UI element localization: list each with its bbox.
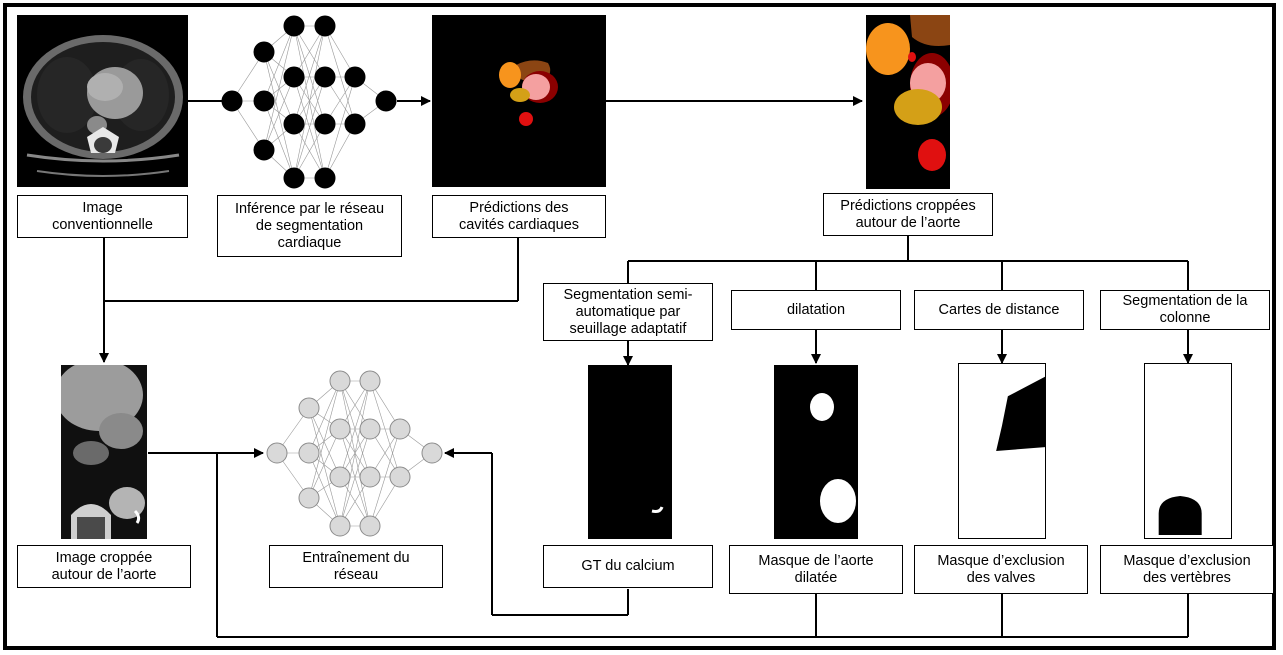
- segmentation-network-edge: [263, 76, 295, 151]
- segmentation-network-node: [314, 66, 336, 88]
- segmentation-network-node: [283, 113, 305, 135]
- segmentation-network-edge: [263, 25, 295, 102]
- segmentation-network-node: [344, 113, 366, 135]
- segmentation-network-node: [253, 41, 275, 63]
- segmentation-network-node: [283, 167, 305, 189]
- training-network-node: [359, 370, 381, 392]
- segmentation-network-edge: [263, 100, 295, 179]
- training-network-node: [359, 418, 381, 440]
- training-network-edge: [339, 428, 371, 527]
- segmentation-network-node: [314, 167, 336, 189]
- cavities-image: [432, 15, 606, 187]
- training-network-node: [298, 487, 320, 509]
- inference-label: Inférence par le réseau de segmentation …: [217, 195, 402, 257]
- segmentation-network-edge: [263, 51, 295, 179]
- training-network-node: [298, 442, 320, 464]
- image-croppee-label: Image croppée autour de l’aorte: [17, 545, 191, 588]
- segmentation-network-node: [375, 90, 397, 112]
- segmentation-network-node: [253, 139, 275, 161]
- masque-valves-label: Masque d’exclusion des valves: [914, 545, 1088, 594]
- segmentation-network-edge: [293, 25, 326, 125]
- training-network-edge: [308, 380, 341, 454]
- valves-mask-image: [958, 363, 1046, 539]
- training-network-node: [389, 418, 411, 440]
- cropped-ct-image: [61, 365, 147, 539]
- entrainement-label: Entraînement du réseau: [269, 545, 443, 588]
- training-network-edge: [308, 380, 341, 499]
- ct-scan-image: [17, 15, 188, 187]
- segmentation-semi-label: Segmentation semi- automatique par seuil…: [543, 283, 713, 341]
- calcium-gt-image: [588, 365, 672, 539]
- segmentation-network-node: [283, 66, 305, 88]
- training-network-node: [298, 397, 320, 419]
- segmentation-network-node: [253, 90, 275, 112]
- training-network-edge: [369, 428, 401, 527]
- training-network-node: [359, 515, 381, 537]
- segmentation-network-node: [283, 15, 305, 37]
- training-network-edge: [308, 407, 341, 527]
- cropped-cavities-image: [866, 15, 950, 189]
- training-network-edge: [308, 407, 341, 478]
- segmentation-network-node: [221, 90, 243, 112]
- training-network-node: [329, 466, 351, 488]
- training-network-node: [266, 442, 288, 464]
- training-network-edge: [308, 428, 341, 499]
- training-network-node: [329, 370, 351, 392]
- cartes-distance-label: Cartes de distance: [914, 290, 1084, 330]
- training-network-node: [421, 442, 443, 464]
- training-network-node: [329, 515, 351, 537]
- training-network-edge: [339, 380, 371, 478]
- image-conventionnelle-label: Image conventionnelle: [17, 195, 188, 238]
- segmentation-network-node: [314, 113, 336, 135]
- segmentation-network-icon: [221, 15, 397, 189]
- segmentation-network-edge: [293, 76, 326, 179]
- segmentation-network-edge: [293, 25, 326, 179]
- segmentation-colonne-label: Segmentation de la colonne: [1100, 290, 1270, 330]
- training-network-node: [359, 466, 381, 488]
- segmentation-network-node: [344, 66, 366, 88]
- aorta-mask-image: [774, 365, 858, 539]
- segmentation-network-node: [314, 15, 336, 37]
- training-network-edge: [339, 380, 371, 527]
- dilatation-label: dilatation: [731, 290, 901, 330]
- training-network-edge: [308, 452, 341, 527]
- predictions-cavites-label: Prédictions des cavités cardiaques: [432, 195, 606, 238]
- segmentation-network-edge: [324, 25, 356, 125]
- vertebrae-mask-image: [1144, 363, 1232, 539]
- segmentation-network-edge: [324, 76, 356, 179]
- training-network-icon: [266, 370, 443, 537]
- masque-aorte-label: Masque de l’aorte dilatée: [729, 545, 903, 594]
- training-network-node: [389, 466, 411, 488]
- segmentation-network-edge: [263, 25, 295, 151]
- training-network-node: [329, 418, 351, 440]
- gt-calcium-label: GT du calcium: [543, 545, 713, 588]
- masque-vertebres-label: Masque d’exclusion des vertèbres: [1100, 545, 1274, 594]
- predictions-croppees-label: Prédictions croppées autour de l’aorte: [823, 193, 993, 236]
